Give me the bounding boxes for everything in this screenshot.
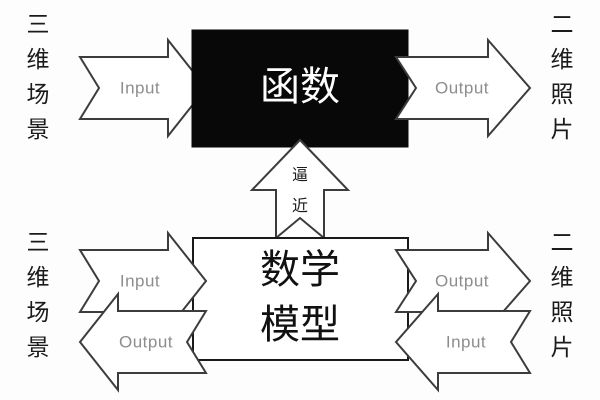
- label-top-right-char-3: 片: [551, 117, 574, 143]
- label-top-right-char-1: 维: [551, 47, 574, 73]
- label-bottom-right-char-1: 维: [551, 265, 574, 291]
- model-box-label-line2: 模型: [260, 302, 340, 348]
- label-bottom-right-char-0: 二: [551, 230, 574, 256]
- label-top-right-photo: 二 维 照 片: [551, 12, 574, 143]
- arrow-top-left-input-label: Input: [120, 78, 160, 97]
- label-bottom-right-char-2: 照: [551, 300, 574, 326]
- arrow-bottom-right-output-label: Output: [435, 271, 489, 290]
- arrow-bottom-left-output: Output: [78, 291, 208, 393]
- label-top-left-char-3: 景: [27, 117, 50, 143]
- model-box: 数学 模型: [192, 237, 409, 361]
- label-bottom-left-char-1: 维: [27, 265, 50, 291]
- arrow-top-right-output-label: Output: [435, 78, 489, 97]
- arrow-bottom-right-input: Input: [394, 291, 532, 393]
- label-top-right-char-2: 照: [551, 82, 574, 108]
- label-bottom-left-scene: 三 维 场 景: [27, 230, 50, 361]
- label-top-left-char-2: 场: [27, 82, 50, 108]
- function-box-label: 函数: [260, 64, 340, 110]
- label-top-left-scene: 三 维 场 景: [27, 12, 50, 143]
- label-top-left-char-0: 三: [27, 12, 50, 38]
- label-bottom-left-char-0: 三: [27, 230, 50, 256]
- arrow-bottom-right-input-label: Input: [446, 332, 486, 351]
- label-top-left-char-1: 维: [27, 47, 50, 73]
- label-bottom-left-char-2: 场: [27, 300, 50, 326]
- arrow-bottom-left-input-label: Input: [120, 271, 160, 290]
- approximation-label-char-1: 近: [292, 196, 308, 215]
- label-bottom-right-photo: 二 维 照 片: [551, 230, 574, 361]
- arrow-top-left-input: Input: [78, 37, 208, 139]
- arrow-top-right-output: Output: [394, 37, 532, 139]
- label-bottom-right-char-3: 片: [551, 335, 574, 361]
- function-box: 函数: [191, 29, 409, 148]
- label-top-right-char-0: 二: [551, 12, 574, 38]
- model-box-label-line1: 数学: [260, 247, 340, 293]
- label-bottom-left-char-3: 景: [27, 335, 50, 361]
- arrow-bottom-left-output-label: Output: [119, 332, 173, 351]
- approximation-label-char-0: 逼: [292, 165, 308, 184]
- arrow-approximation-up: 逼 近: [249, 138, 351, 241]
